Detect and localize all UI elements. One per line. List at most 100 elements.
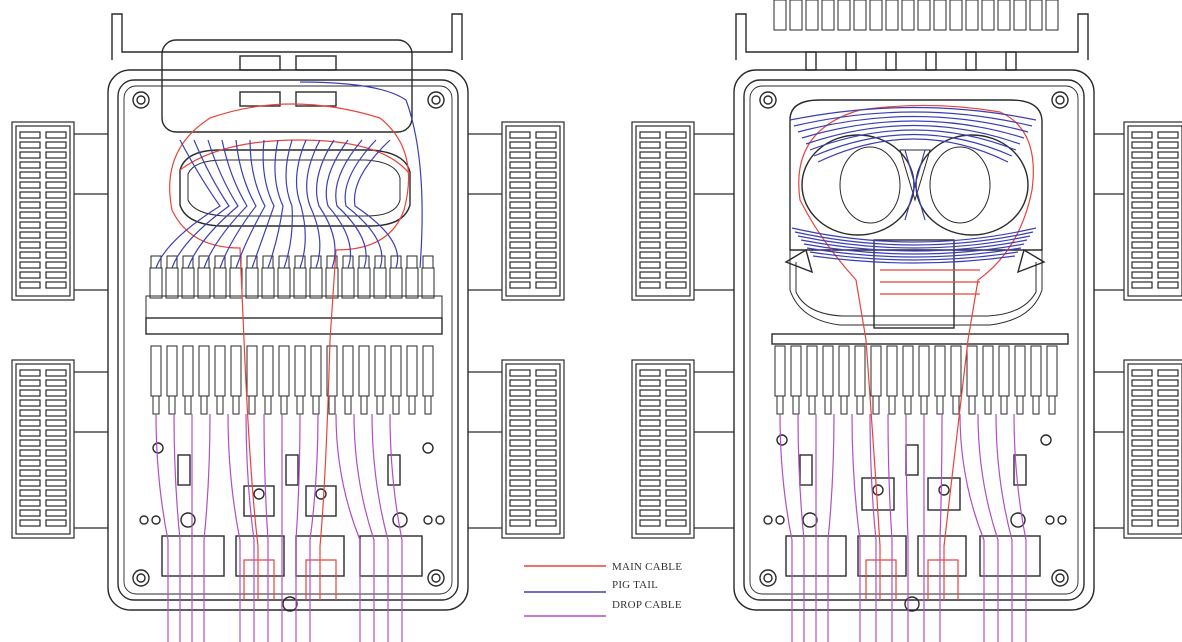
- left-pigtail: [344, 139, 383, 269]
- right-drop-cable: [1013, 413, 1027, 642]
- right-inner-bank-bottom: [631, 359, 695, 539]
- right-pigtail-top: [797, 115, 1029, 133]
- left-pigtail: [325, 139, 352, 269]
- left-pigtail: [267, 139, 284, 269]
- left-inner-bank-top: [501, 121, 565, 301]
- right-inner-rails: [694, 133, 734, 529]
- right-pigtail-bottom: [803, 243, 1025, 255]
- left-outer-rails: [74, 133, 108, 529]
- right-pigtail-cross: [904, 149, 926, 221]
- left-top-handle: [111, 13, 463, 60]
- right-pigtail-bottom: [791, 227, 1037, 243]
- left-outer-bank-top: [11, 121, 75, 301]
- right-main-cable-splices: [880, 269, 980, 295]
- right-drop-cable: [827, 413, 835, 642]
- right-adapters: [773, 0, 1059, 415]
- left-drop-cable: [263, 413, 269, 642]
- left-enclosure: [107, 13, 469, 612]
- right-coil-left: [801, 134, 915, 236]
- right-pigtail-top: [789, 106, 1037, 121]
- right-coil-right: [915, 134, 1029, 236]
- right-drop-cable: [905, 413, 909, 642]
- right-drop-cable: [939, 413, 943, 642]
- right-drop-cable: [869, 413, 877, 642]
- right-box-inner-frame: [743, 79, 1085, 601]
- right-bottom-entries: [785, 477, 1041, 612]
- left-drop-cable: [371, 413, 389, 642]
- right-side-connector-banks: [631, 121, 1182, 539]
- right-pigtail-top: [805, 124, 1021, 145]
- cable-legend: MAIN CABLE PIG TAIL DROP CABLE: [524, 561, 682, 617]
- legend-label-pig-tail: PIG TAIL: [612, 579, 658, 591]
- right-drop-cable: [797, 413, 805, 642]
- left-corner-screws: [132, 91, 445, 587]
- left-pigtail: [155, 139, 221, 269]
- left-pigtail: [235, 139, 266, 269]
- right-drop-cable: [959, 413, 985, 642]
- left-pigtail: [295, 139, 307, 269]
- right-drop-cable: [977, 413, 999, 642]
- left-box-inner-frame: [117, 79, 459, 601]
- right-outer-bank-top: [1123, 121, 1182, 301]
- left-box-shell: [107, 69, 469, 611]
- right-splice-tray: [789, 99, 1043, 251]
- right-pigtail-bottom: [809, 251, 1019, 261]
- left-main-cable-route: [169, 103, 410, 600]
- right-corner-screws: [759, 91, 1069, 587]
- right-drop-cable: [851, 413, 861, 642]
- left-drop-cable: [155, 413, 169, 642]
- left-adapters: [149, 255, 435, 415]
- left-side-connector-banks: [11, 121, 565, 539]
- right-top-handle: [735, 13, 1089, 60]
- right-pigtail-bottom: [800, 239, 1028, 252]
- left-pigtail: [187, 139, 239, 269]
- left-bottom-entries: [161, 485, 423, 612]
- left-pigtail: [353, 139, 399, 269]
- left-adapter-rail: [145, 317, 443, 335]
- left-pigtail: [203, 139, 248, 269]
- right-pigtail-top: [793, 111, 1033, 127]
- left-pigtail: [171, 139, 230, 269]
- left-outer-bank-bottom: [11, 359, 75, 539]
- left-pigtail: [283, 139, 293, 269]
- right-pigtail-top: [817, 138, 1009, 163]
- right-drop-cable: [779, 413, 793, 642]
- right-outer-bank-bottom: [1123, 359, 1182, 539]
- left-drop-cable: [335, 413, 361, 642]
- right-outer-rails: [1094, 133, 1124, 529]
- left-drop-cable: [203, 413, 211, 642]
- right-drop-cable: [887, 413, 893, 642]
- left-pigtail-return: [299, 81, 423, 269]
- right-pigtail-top: [813, 133, 1013, 157]
- right-pigtail-bottom: [794, 231, 1034, 246]
- left-inner-bank-bottom: [501, 359, 565, 539]
- right-splice-holder: [873, 239, 955, 329]
- right-main-cable-route: [798, 104, 1034, 600]
- right-pigtail-top: [809, 129, 1017, 151]
- left-oval-tray: [179, 149, 411, 227]
- right-pigtail-bottom: [797, 235, 1031, 249]
- left-tray-housing: [161, 39, 413, 133]
- left-pigtail: [316, 139, 336, 269]
- left-side-clips: [139, 442, 445, 528]
- right-pigtail-top: [801, 120, 1025, 139]
- left-drop-cable: [353, 413, 375, 642]
- legend-label-drop-cable: DROP CABLE: [612, 599, 682, 611]
- left-inner-rails: [468, 133, 502, 529]
- left-drop-cable: [309, 413, 319, 642]
- right-box-shell: [733, 69, 1095, 611]
- right-side-clips: [763, 434, 1067, 528]
- right-adapter-rail: [771, 333, 1069, 345]
- left-main-cable-clamps: [243, 559, 337, 600]
- right-pigtail-bottom: [812, 255, 1016, 264]
- left-pigtail: [335, 139, 367, 269]
- left-drop-cable: [295, 413, 301, 642]
- left-drop-cable: [173, 413, 181, 642]
- left-pigtail: [219, 139, 257, 269]
- adapter-rows: [149, 0, 1059, 415]
- right-inner-bank-top: [631, 121, 695, 301]
- left-drop-cable: [245, 413, 255, 642]
- left-drop-cable: [227, 413, 241, 642]
- left-drop-cable: [389, 413, 403, 642]
